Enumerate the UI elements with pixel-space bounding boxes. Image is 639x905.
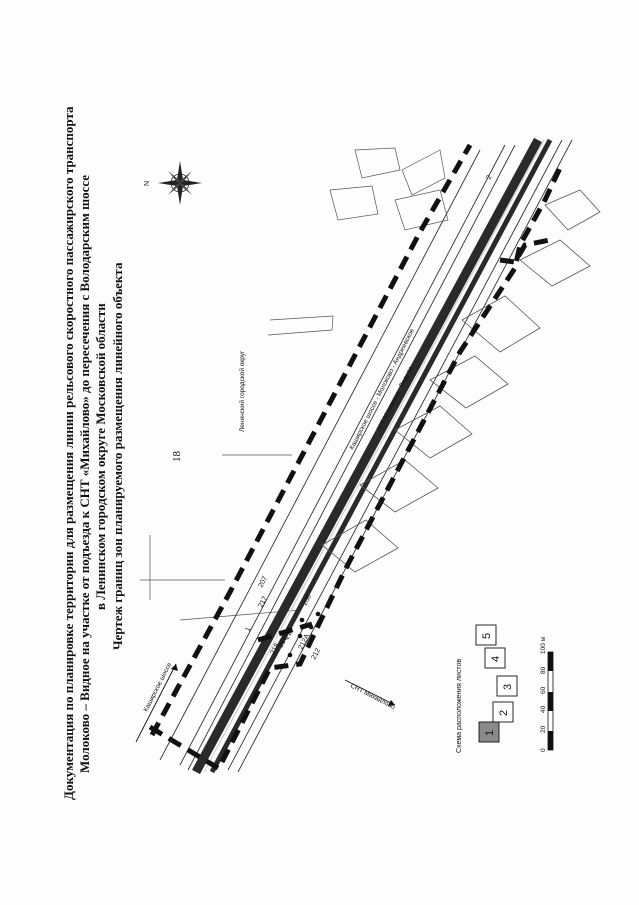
sheet-box-3: 3 — [496, 675, 518, 697]
sheet-number: 4 — [490, 656, 502, 662]
scale-bar-ticks: 0 20 40 60 80 100 м — [540, 636, 547, 752]
point-label: 217 — [258, 595, 270, 609]
sheet-number: 1 — [484, 730, 496, 736]
scale-tick-label: 100 м — [540, 636, 547, 654]
rail-corridor — [192, 137, 553, 775]
direction-arrow-icon — [344, 679, 396, 706]
sheet-box-2: 2 — [492, 701, 514, 723]
direction-arrow-icon — [135, 663, 178, 743]
sheet-number: 5 — [481, 633, 493, 639]
compass-rose-icon — [158, 161, 202, 205]
scale-tick-label: 40 — [540, 705, 547, 713]
building-markers — [287, 611, 321, 658]
scale-tick-label: 0 — [540, 748, 547, 752]
point-label: 207 — [258, 575, 270, 589]
sheet-number: 2 — [498, 710, 510, 716]
point-label: 215 — [284, 627, 296, 641]
sheet-box-5: 5 — [475, 624, 497, 646]
scale-tick-label: 20 — [540, 725, 547, 733]
planned-zone-boundary — [148, 143, 563, 771]
sheet-box-1: 1 — [478, 721, 500, 743]
scale-tick-label: 60 — [540, 686, 547, 694]
point-label: 1 — [245, 626, 253, 633]
compass-n-label: N — [144, 181, 151, 186]
scale-tick-label: 80 — [540, 666, 547, 674]
district-label: Ленинский городской округ — [238, 350, 246, 432]
scale-bar — [547, 651, 554, 751]
sheet-number: 3 — [502, 684, 514, 690]
block-outlines — [140, 147, 449, 621]
point-label: 2 — [486, 174, 494, 181]
point-label: 208 — [302, 593, 314, 607]
svg-text:Ленинский городской округ: Ленинский городской округ — [238, 350, 246, 432]
sheet-scheme: 1 2 3 4 5 — [475, 624, 518, 743]
sheet-scheme-title: Схема расположения листов — [456, 659, 463, 753]
point-label: 212 — [311, 647, 323, 661]
sheet-box-4: 4 — [484, 647, 506, 669]
point-label: 218 — [270, 642, 282, 656]
lower-blocks — [321, 189, 601, 573]
point-label: 216 — [278, 635, 290, 649]
